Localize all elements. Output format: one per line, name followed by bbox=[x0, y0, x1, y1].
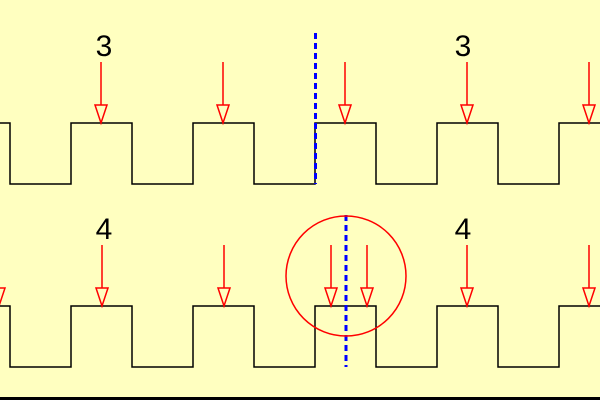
down-arrow-icon bbox=[215, 62, 231, 126]
square-wave-top bbox=[0, 122, 600, 185]
down-arrow-icon bbox=[459, 62, 475, 126]
square-wave-bottom bbox=[0, 305, 600, 368]
label-top-right: 3 bbox=[455, 30, 472, 63]
down-arrow-icon bbox=[581, 245, 597, 309]
down-arrow-icon bbox=[581, 62, 597, 126]
label-bottom-right: 4 bbox=[455, 213, 472, 246]
down-arrow-icon bbox=[337, 62, 353, 126]
down-arrow-icon bbox=[359, 245, 375, 309]
label-bottom-left: 4 bbox=[96, 213, 113, 246]
down-arrow-icon bbox=[93, 62, 109, 126]
down-arrow-icon bbox=[0, 287, 7, 306]
down-arrow-icon bbox=[216, 245, 232, 309]
highlight-circle bbox=[285, 215, 407, 337]
label-top-left: 3 bbox=[96, 30, 113, 63]
down-arrow-icon bbox=[94, 245, 110, 309]
down-arrow-icon bbox=[459, 245, 475, 309]
down-arrow-icon bbox=[323, 245, 339, 309]
